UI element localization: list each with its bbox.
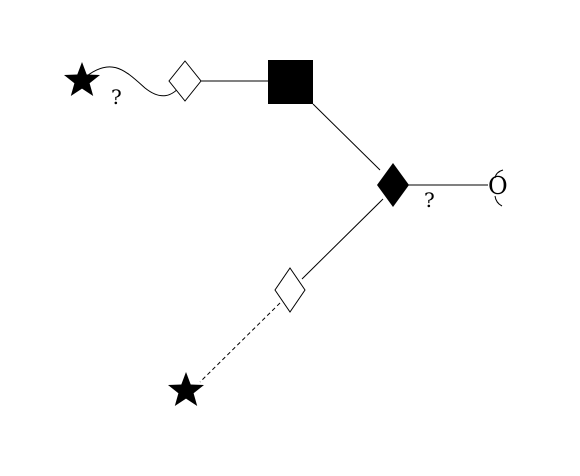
terminal-symbol: O [488, 169, 508, 207]
edge-diamond-center-to-diamond-lower [301, 198, 384, 280]
question-mark-label-1: ? [111, 85, 122, 109]
terminal-label: O [488, 172, 508, 200]
edge-star-top-to-diamond-top [81, 66, 184, 97]
diamond-top-node [168, 60, 202, 102]
diamond-lower-node [274, 267, 306, 313]
terminal-arc-bottom [494, 195, 503, 207]
diamond-center-node [377, 163, 409, 207]
edge-square-to-diamond-center [312, 103, 381, 171]
question-mark-label-2: ? [424, 188, 435, 212]
star-icon-bottom [168, 372, 204, 406]
edge-diamond-lower-to-star-bottom [199, 302, 281, 383]
star-icon-top [64, 62, 100, 96]
square-node [268, 60, 313, 104]
terminal-arc-top [494, 169, 504, 179]
